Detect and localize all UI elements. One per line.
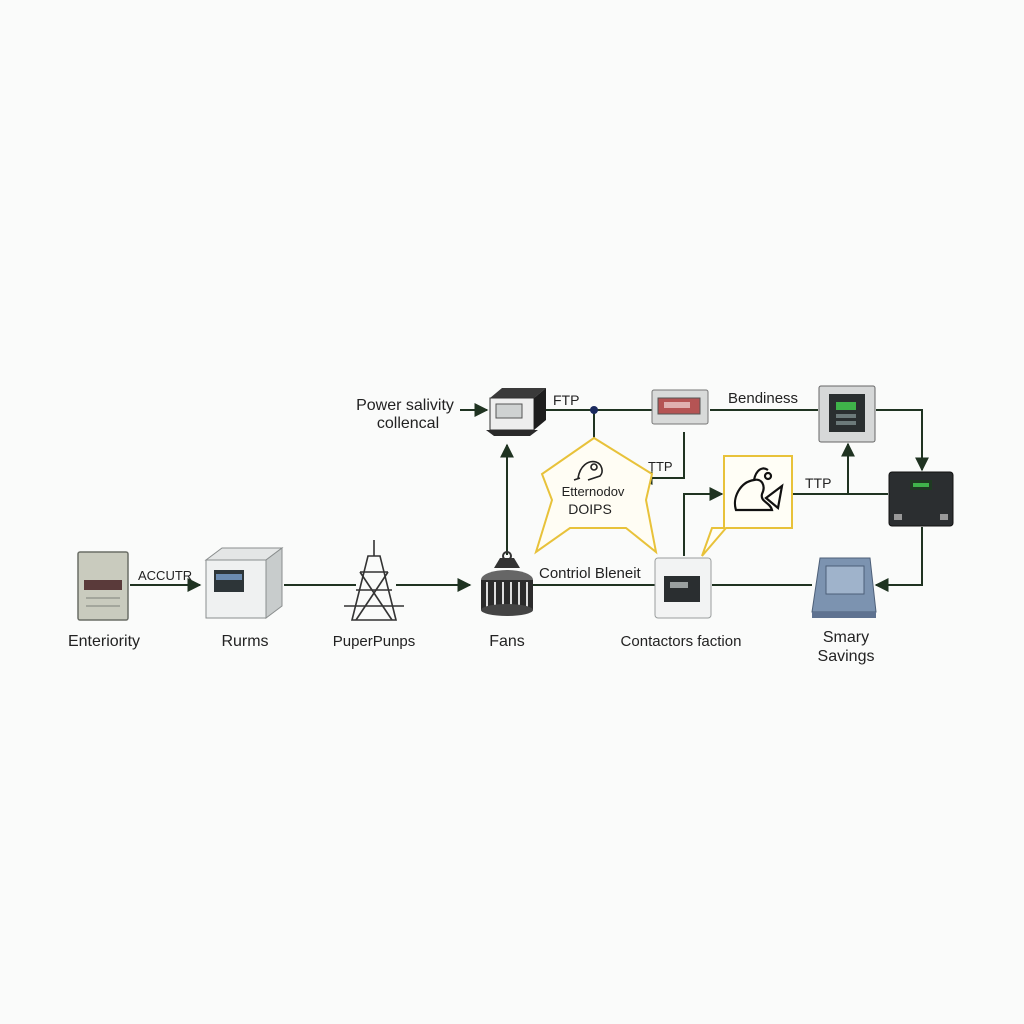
callout-left — [534, 436, 658, 555]
control-box-icon — [654, 557, 712, 619]
node-label-power-controller-line2: collencal — [376, 415, 440, 432]
callout-left-line2: DOIPS — [568, 501, 612, 517]
callout-left-line1: Etternodov — [561, 484, 625, 499]
node-label-contactors: Contactors faction — [620, 633, 742, 650]
cabinet-icon — [77, 551, 129, 621]
arrow-contactors-up — [683, 487, 724, 556]
node-label-control-panel: Bendiness — [728, 390, 799, 407]
pylon-icon — [344, 540, 404, 621]
animal-icon — [733, 467, 784, 512]
server-icon — [486, 388, 546, 436]
server-icon — [204, 547, 284, 619]
junction-dot — [590, 406, 598, 414]
node-label-fans: Fans — [489, 633, 525, 650]
callout-right — [701, 455, 793, 557]
connectors — [130, 403, 929, 592]
edge-label-control-benefit: Contriol Bleneit — [539, 565, 641, 582]
edge-label-accutr: ACCUTR — [138, 568, 193, 583]
node-label-power-controller-line1: Power salivity — [356, 397, 454, 414]
node-label-electricity: Enteriority — [67, 633, 141, 650]
fan-icon — [481, 551, 533, 616]
arrow-ttp-return — [638, 432, 685, 485]
edge-label-ttp-1: TTP — [648, 459, 673, 474]
arrow-display-to-savings — [874, 527, 923, 592]
node-label-rurms: Rurms — [221, 633, 269, 650]
node-label-savings-line1: Smary — [822, 629, 870, 646]
arrow-monitor-to-display — [876, 409, 929, 472]
meter-icon — [651, 389, 709, 425]
node-label-pumps: PuperPunps — [332, 633, 416, 650]
display-icon — [888, 471, 954, 527]
animal-icon — [573, 460, 603, 481]
edge-label-ttp-2: TTP — [805, 475, 832, 491]
tablet-icon — [811, 557, 877, 618]
edge-label-ftp: FTP — [553, 392, 580, 408]
monitor-icon — [818, 385, 876, 443]
node-label-savings-line2: Savings — [817, 648, 875, 665]
